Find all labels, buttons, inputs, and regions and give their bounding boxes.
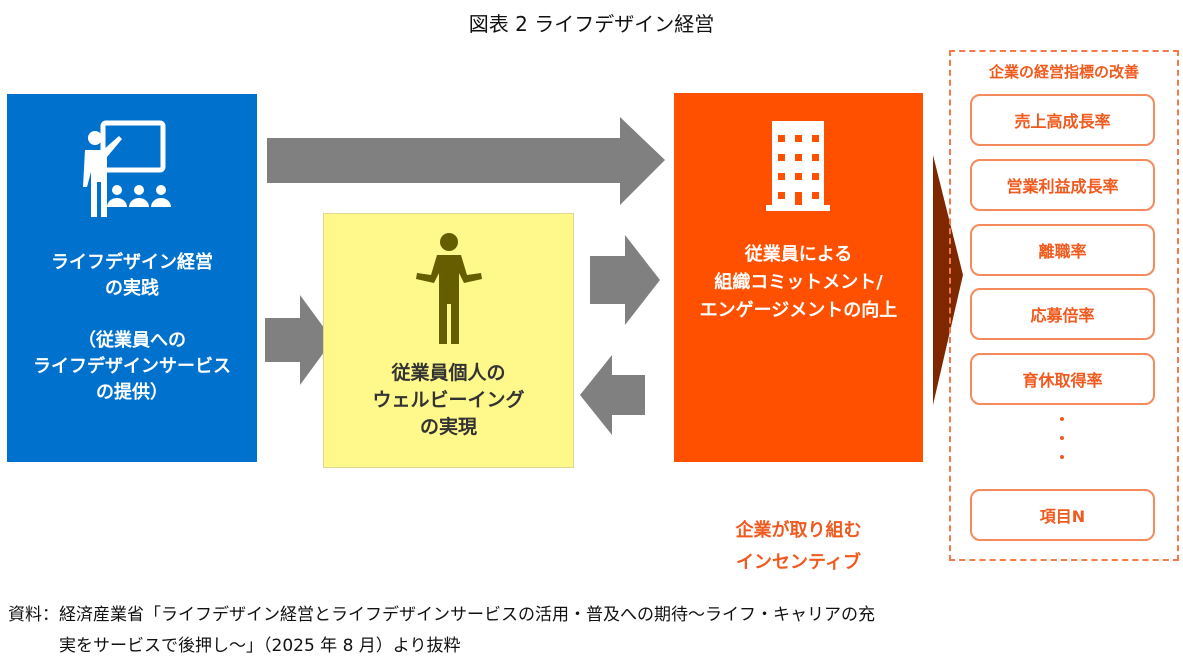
blue-text-line: ライフデザイン経営	[51, 252, 213, 273]
yellow-to-orange-arrow	[590, 235, 660, 325]
indicator-item: 売上高成長率	[970, 94, 1155, 146]
orange-text-line: 従業員による	[744, 244, 853, 265]
figure-title: 図表 2 ライフデザイン経営	[468, 12, 715, 36]
incentive-label: 企業が取り組む インセンティブ	[674, 515, 923, 579]
source-line: 資料：経済産業省「ライフデザイン経営とライフデザインサービスの活用・普及への期待…	[8, 605, 875, 625]
indicator-item: 育休取得率	[970, 353, 1155, 405]
incentive-line: 企業が取り組む	[735, 520, 862, 541]
yellow-text-line: の実現	[419, 416, 477, 438]
blue-to-yellow-arrow	[265, 295, 333, 385]
orange-text-line: 組織コミットメント/	[714, 272, 883, 293]
orange-to-yellow-arrow	[580, 355, 645, 435]
source-line: 実をサービスで後押し～」（2025 年 8 月）より抜粋	[8, 636, 461, 656]
indicator-arrow	[933, 155, 963, 405]
yellow-text-line: 従業員個人の	[391, 362, 506, 384]
indicators-frame	[949, 50, 1179, 561]
engagement-box: 従業員による 組織コミットメント/ エンゲージメントの向上	[674, 93, 923, 462]
indicator-item: 離職率	[970, 224, 1155, 276]
orange-text-line: エンゲージメントの向上	[699, 300, 898, 321]
blue-text-line: の提供）	[96, 382, 168, 403]
wellbeing-box: 従業員個人の ウェルビーイング の実現	[323, 213, 574, 468]
ellipsis-dot	[1060, 417, 1064, 421]
top-arrow	[267, 117, 665, 205]
indicators-heading: 企業の経営指標の改善	[988, 63, 1139, 81]
person-icon	[415, 233, 482, 344]
blue-text-line: ライフデザインサービス	[33, 356, 231, 377]
indicator-item-n: 項目N	[970, 489, 1155, 541]
incentive-line: インセンティブ	[736, 552, 861, 573]
indicator-item: 応募倍率	[970, 288, 1155, 340]
blue-text-line: の実践	[105, 278, 159, 299]
ellipsis-dot	[1060, 455, 1064, 459]
source-note: 資料：経済産業省「ライフデザイン経営とライフデザインサービスの活用・普及への期待…	[8, 600, 875, 662]
blue-text-line: （従業員への	[78, 330, 186, 351]
blue-text-spacer	[33, 302, 231, 328]
teacher-presentation-icon	[83, 120, 171, 217]
building-icon	[765, 121, 830, 211]
life-design-practice-box: ライフデザイン経営 の実践 （従業員への ライフデザインサービス の提供）	[7, 94, 257, 462]
indicator-item: 営業利益成長率	[970, 159, 1155, 211]
yellow-text-line: ウェルビーイング	[372, 389, 525, 411]
ellipsis-dot	[1060, 436, 1064, 440]
